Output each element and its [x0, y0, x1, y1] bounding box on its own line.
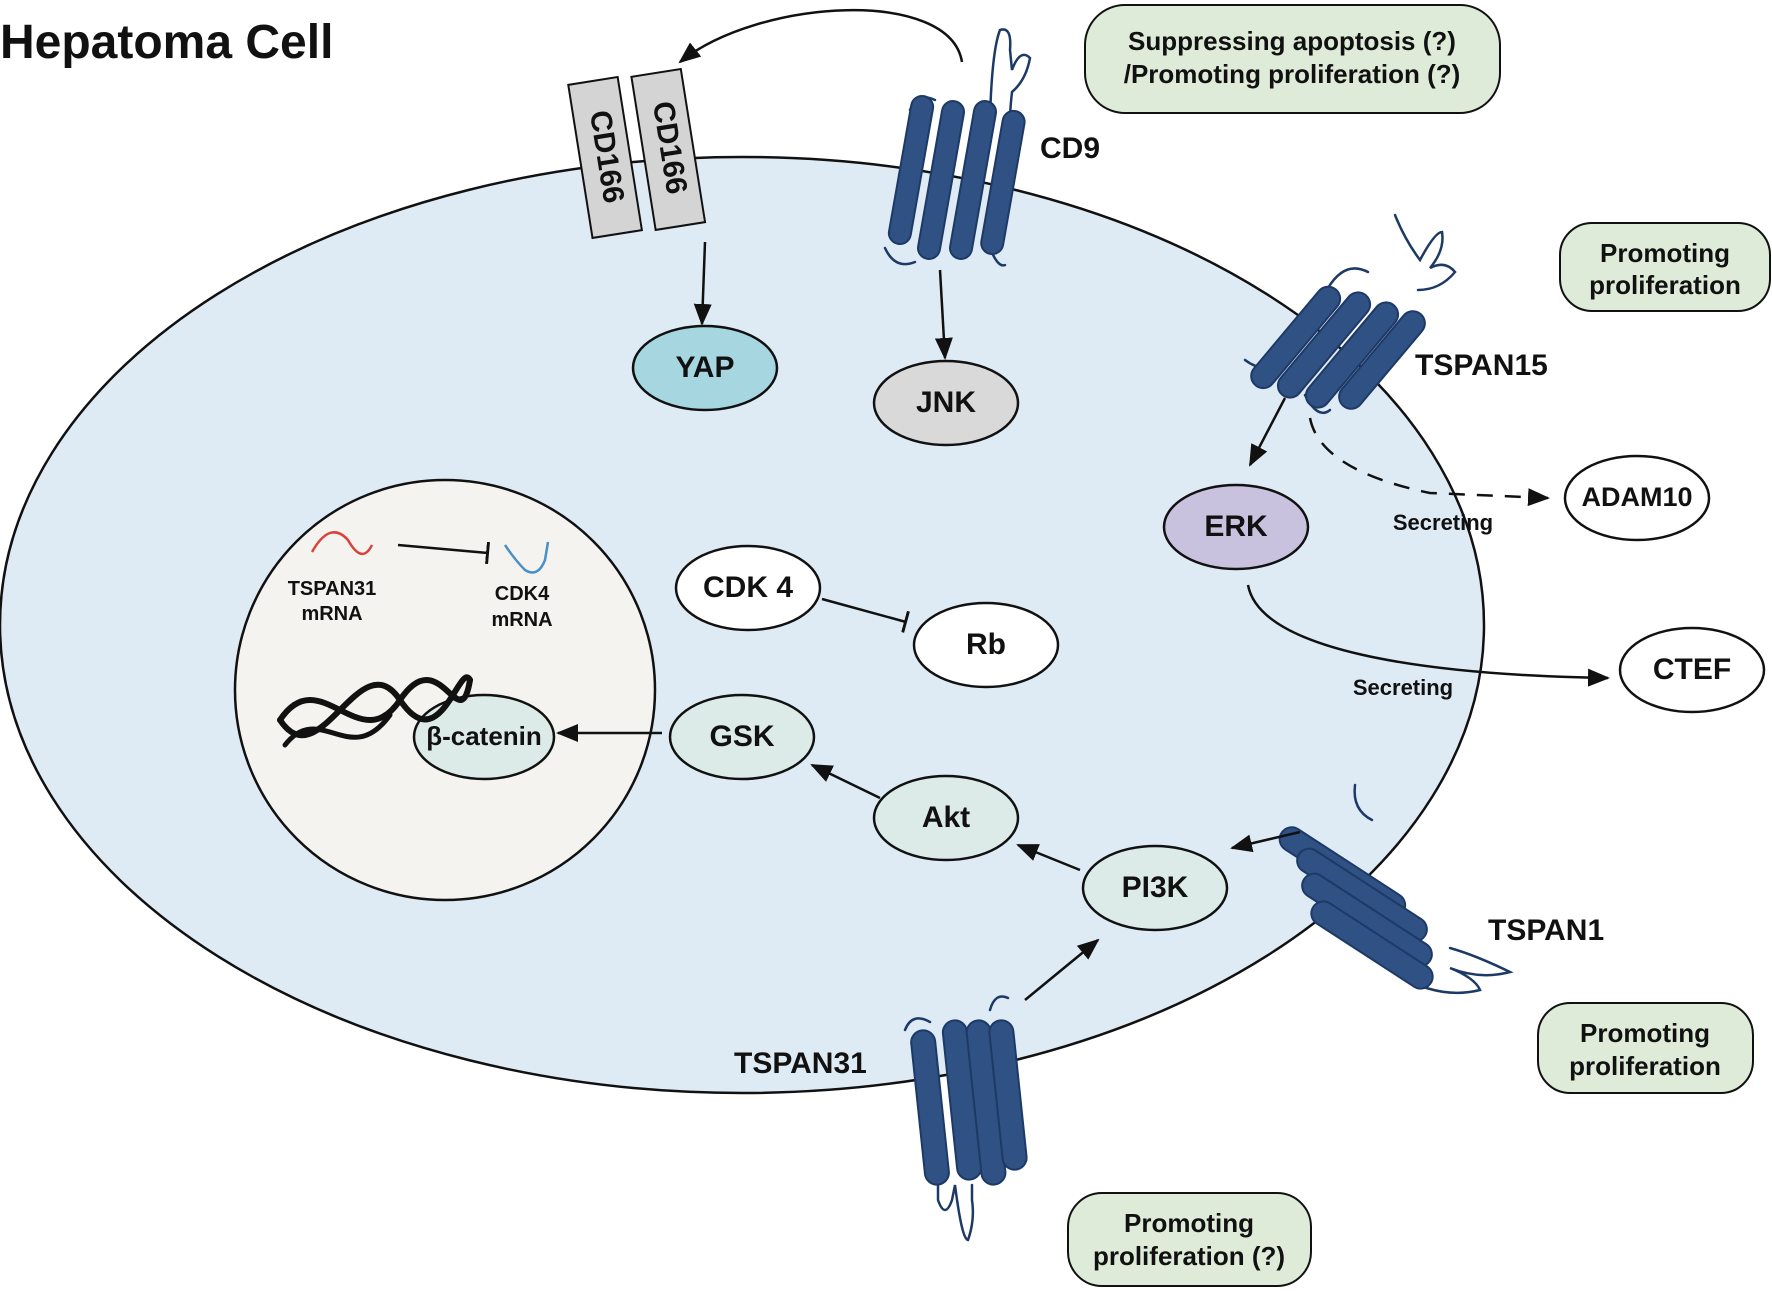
cdk4-mrna-label-2: mRNA [491, 609, 552, 631]
cd166-receptor-a: CD166 [567, 75, 644, 240]
svg-text:Promoting: Promoting [1600, 238, 1730, 268]
svg-text:JNK: JNK [916, 386, 976, 419]
node-akt: Akt [872, 774, 1020, 862]
svg-text:PI3K: PI3K [1122, 871, 1189, 904]
tspan15-tetraspanin-icon [1243, 213, 1457, 415]
cd9-tetraspanin-icon [883, 28, 1032, 267]
arrow-erk-to-ctef [1246, 584, 1610, 687]
dna-helix-icon [277, 674, 473, 748]
node-beta-catenin: β-catenin [412, 693, 556, 781]
node-pi3k: PI3K [1081, 844, 1229, 932]
secreting-label-adam10: Secreting [1393, 510, 1493, 535]
tspan15-label: TSPAN15 [1415, 349, 1548, 382]
inhibit-cdk4-rb [821, 597, 910, 633]
secreting-label-ctef: Secreting [1353, 675, 1453, 700]
arrow-tspan1-to-pi3k [1230, 830, 1301, 853]
svg-text:YAP: YAP [676, 351, 735, 384]
arrow-tspan31-to-pi3k [1024, 938, 1100, 1001]
svg-text:proliferation: proliferation [1589, 270, 1741, 300]
arrow-tspan15-to-erk [1248, 397, 1287, 467]
cd166-receptor-b: CD166 [630, 67, 707, 232]
arrow-pi3k-to-akt [1016, 843, 1081, 872]
inhibit-tspan31-mrna-cdk4-mrna [397, 541, 490, 565]
arrow-akt-to-gsk [810, 763, 881, 800]
svg-text:proliferation (?): proliferation (?) [1093, 1241, 1285, 1271]
node-ctef: CTEF [1618, 626, 1766, 714]
svg-text:Suppressing apoptosis (?): Suppressing apoptosis (?) [1128, 26, 1456, 56]
tspan1-tetraspanin-icon [1278, 783, 1514, 995]
svg-text:CTEF: CTEF [1653, 653, 1731, 686]
tspan31-mrna-label: TSPAN31 [288, 578, 377, 600]
arrow-tspan15-to-adam10 [1308, 417, 1550, 507]
node-cdk4: CDK 4 [674, 544, 822, 632]
tspan1-label: TSPAN1 [1488, 914, 1604, 947]
node-erk: ERK [1162, 483, 1310, 571]
svg-text:Akt: Akt [922, 801, 970, 834]
node-rb: Rb [912, 601, 1060, 689]
tspan31-label: TSPAN31 [734, 1047, 867, 1080]
note-tspan15: Promoting proliferation [1559, 222, 1771, 312]
svg-text:CDK 4: CDK 4 [703, 571, 793, 604]
page-title: Hepatoma Cell [0, 16, 333, 69]
svg-text:/Promoting proliferation (?): /Promoting proliferation (?) [1124, 59, 1461, 89]
svg-text:Promoting: Promoting [1580, 1018, 1710, 1048]
cd9-label: CD9 [1040, 132, 1100, 165]
arrow-cd9-to-jnk [934, 269, 953, 360]
cdk4-mrna-label: CDK4 [495, 583, 550, 605]
tspan31-tetraspanin-icon [903, 995, 1028, 1242]
svg-text:GSK: GSK [709, 720, 774, 753]
arrow-cd166-to-yap [693, 241, 712, 326]
tspan31-mrna-label-2: mRNA [301, 603, 362, 625]
svg-text:Promoting: Promoting [1124, 1208, 1254, 1238]
svg-text:ERK: ERK [1204, 510, 1268, 543]
tspan31-mrna-icon [310, 531, 374, 555]
svg-text:β-catenin: β-catenin [426, 721, 542, 751]
node-adam10: ADAM10 [1563, 454, 1711, 542]
note-tspan1: Promoting proliferation [1537, 1002, 1754, 1094]
node-gsk: GSK [668, 693, 816, 781]
cdk4-mrna-icon [503, 541, 550, 574]
arrow-cd9-to-cd166 [678, 9, 964, 64]
svg-text:Rb: Rb [966, 628, 1006, 661]
note-tspan31: Promoting proliferation (?) [1067, 1192, 1312, 1287]
note-cd9: Suppressing apoptosis (?) /Promoting pro… [1084, 4, 1501, 114]
svg-text:ADAM10: ADAM10 [1581, 482, 1692, 512]
node-yap: YAP [631, 324, 779, 412]
svg-text:proliferation: proliferation [1569, 1051, 1721, 1081]
node-jnk: JNK [872, 359, 1020, 447]
